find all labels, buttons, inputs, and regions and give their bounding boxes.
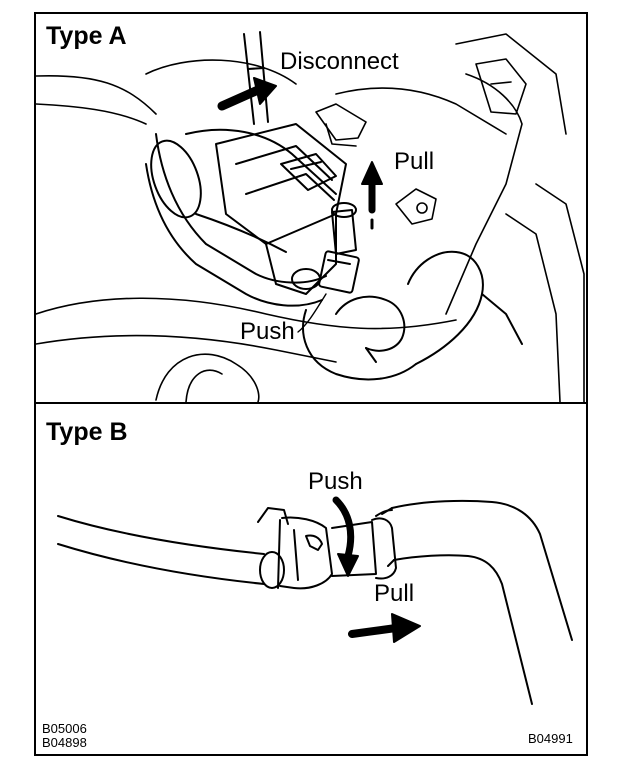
fuel-hose — [145, 128, 337, 307]
pull-label-type-a: Pull — [394, 148, 435, 175]
quick-connector — [215, 123, 347, 295]
push-label-type-a: Push — [240, 318, 295, 345]
pull-arrow-type-a — [361, 161, 383, 230]
push-indicator-type-a — [297, 293, 327, 333]
retainer-clip — [318, 202, 360, 294]
push-label-type-b: Push — [308, 468, 363, 495]
type-b-illustration — [57, 496, 573, 705]
type-b-panel: Type B Push Pull B05006 B04898 B04991 — [36, 404, 586, 754]
reference-code-left-top: B05006 — [42, 721, 87, 736]
type-a-illustration — [36, 31, 585, 402]
type-b-title: Type B — [46, 418, 128, 446]
disconnect-arrow — [217, 77, 277, 111]
pull-label-type-b: Pull — [374, 580, 415, 607]
type-a-title: Type A — [46, 22, 127, 50]
rubber-hose — [375, 499, 573, 705]
push-arrow-type-b — [332, 496, 359, 577]
disconnect-label: Disconnect — [280, 48, 399, 75]
quick-connector-b — [257, 507, 397, 590]
pull-arrow-type-b — [348, 613, 421, 643]
reference-code-left-bottom: B04898 — [42, 735, 87, 750]
fuel-pipe — [243, 31, 269, 125]
diagram-frame: Type A Disconnect Pull Push — [34, 12, 588, 756]
reference-code-right: B04991 — [528, 731, 573, 746]
engine-bay-background — [36, 33, 585, 402]
hand — [302, 250, 523, 381]
type-a-panel: Type A Disconnect Pull Push — [36, 14, 586, 404]
metal-pipe — [57, 515, 285, 589]
